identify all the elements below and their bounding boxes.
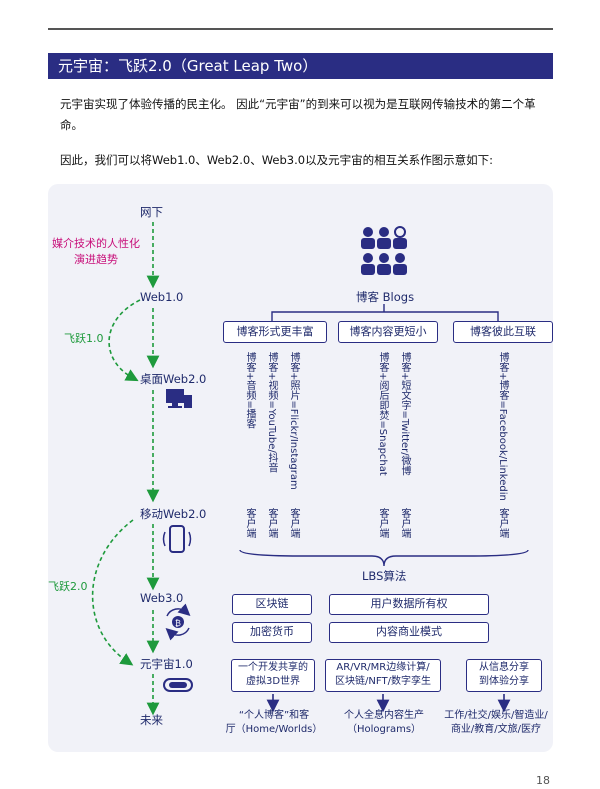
web1-label: Web1.0 (140, 290, 184, 304)
people-icon (361, 226, 407, 275)
category-linked-box: 博客彼此互联 (453, 321, 553, 343)
future-item-industries-line1: 工作/社交/娱乐/智造业/ (444, 710, 548, 721)
tech-stack-box: AR/VR/MR边缘计算/ 区块链/NFT/数字孪生 (325, 659, 441, 692)
experience-share-line1: 从信息分享 (479, 662, 529, 673)
experience-share-box: 从信息分享 到体验分享 (466, 659, 542, 692)
vr-headset-icon (163, 678, 193, 692)
metaverse-label: 元宇宙1.0 (140, 657, 193, 671)
future-item-home: “个人博客”和客 厅（Home/Worlds） (218, 709, 330, 737)
client-label: 客户端 (377, 508, 388, 538)
virtual-world-line1: 一个开发共享的 (238, 662, 308, 673)
trend-label: 媒介技术的人性化演进趋势 (52, 237, 140, 266)
blog-item-facebook: 博客+博客=Facebook/Linkedin (497, 352, 508, 501)
future-item-holograms: 个人全息内容生产 （Holograms） (330, 709, 438, 737)
tech-stack-line1: AR/VR/MR边缘计算/ (336, 662, 430, 673)
future-item-home-line1: “个人博客”和客 (238, 710, 310, 721)
blog-item-twitter: 博客+短文字=Twitter/微博 (399, 352, 410, 476)
phone-icon (162, 525, 192, 553)
blog-item-podcast: 博客+音频=播客 (244, 352, 255, 429)
future-item-industries: 工作/社交/娱乐/智造业/ 商业/教育/文旅/医疗 (440, 709, 552, 737)
future-label: 未来 (140, 713, 163, 727)
bitcoin-cycle-icon: ₿ (165, 603, 191, 641)
client-label: 客户端 (497, 508, 508, 538)
blockchain-box: 区块链 (232, 594, 312, 615)
leap1-label: 飞跃1.0 (64, 332, 104, 345)
desktop-icon (166, 389, 192, 408)
category-shorter-box: 博客内容更短小 (338, 321, 438, 343)
top-rule (48, 28, 553, 30)
web3-label: Web3.0 (140, 591, 184, 605)
desktop-web2-label: 桌面Web2.0 (140, 372, 207, 386)
client-label: 客户端 (244, 508, 255, 538)
blog-item-video: 博客+视频=YouTube/抖音 (266, 352, 277, 473)
data-ownership-box: 用户数据所有权 (329, 594, 489, 615)
lbs-label: LBS算法 (362, 569, 407, 583)
page-number: 18 (536, 774, 550, 787)
leap2-label: 飞跃2.0 (48, 580, 88, 593)
tech-stack-line2: 区块链/NFT/数字孪生 (335, 676, 431, 687)
future-item-industries-line2: 商业/教育/文旅/医疗 (450, 724, 542, 735)
crypto-box: 加密货币 (232, 622, 312, 643)
client-label: 客户端 (266, 508, 277, 538)
category-richer-box: 博客形式更丰富 (223, 321, 327, 343)
offline-label: 网下 (140, 205, 163, 219)
future-item-holograms-line1: 个人全息内容生产 (344, 710, 424, 721)
mobile-web2-label: 移动Web2.0 (140, 507, 207, 521)
blog-item-snapchat: 博客+阅后即焚=Snapchat (377, 352, 388, 476)
experience-share-line2: 到体验分享 (479, 676, 529, 687)
blog-item-photo: 博客+照片=Flickr/Instagram (288, 352, 299, 490)
section-title: 元宇宙：飞跃2.0（Great Leap Two） (48, 53, 553, 79)
content-business-box: 内容商业模式 (329, 622, 489, 643)
client-label: 客户端 (288, 508, 299, 538)
client-label: 客户端 (399, 508, 410, 538)
svg-text:₿: ₿ (175, 619, 181, 628)
future-item-home-line2: 厅（Home/Worlds） (225, 724, 323, 735)
virtual-world-line2: 虚拟3D世界 (245, 676, 301, 687)
blogs-title: 博客 Blogs (356, 290, 415, 304)
paragraph-2: 因此，我们可以将Web1.0、Web2.0、Web3.0以及元宇宙的相互关系作图… (60, 153, 493, 167)
paragraph-1: 元宇宙实现了体验传播的民主化。 因此“元宇宙”的到来可以视为是互联网传输技术的第… (60, 97, 536, 132)
future-item-holograms-line2: （Holograms） (346, 724, 422, 735)
virtual-world-box: 一个开发共享的 虚拟3D世界 (231, 659, 315, 692)
